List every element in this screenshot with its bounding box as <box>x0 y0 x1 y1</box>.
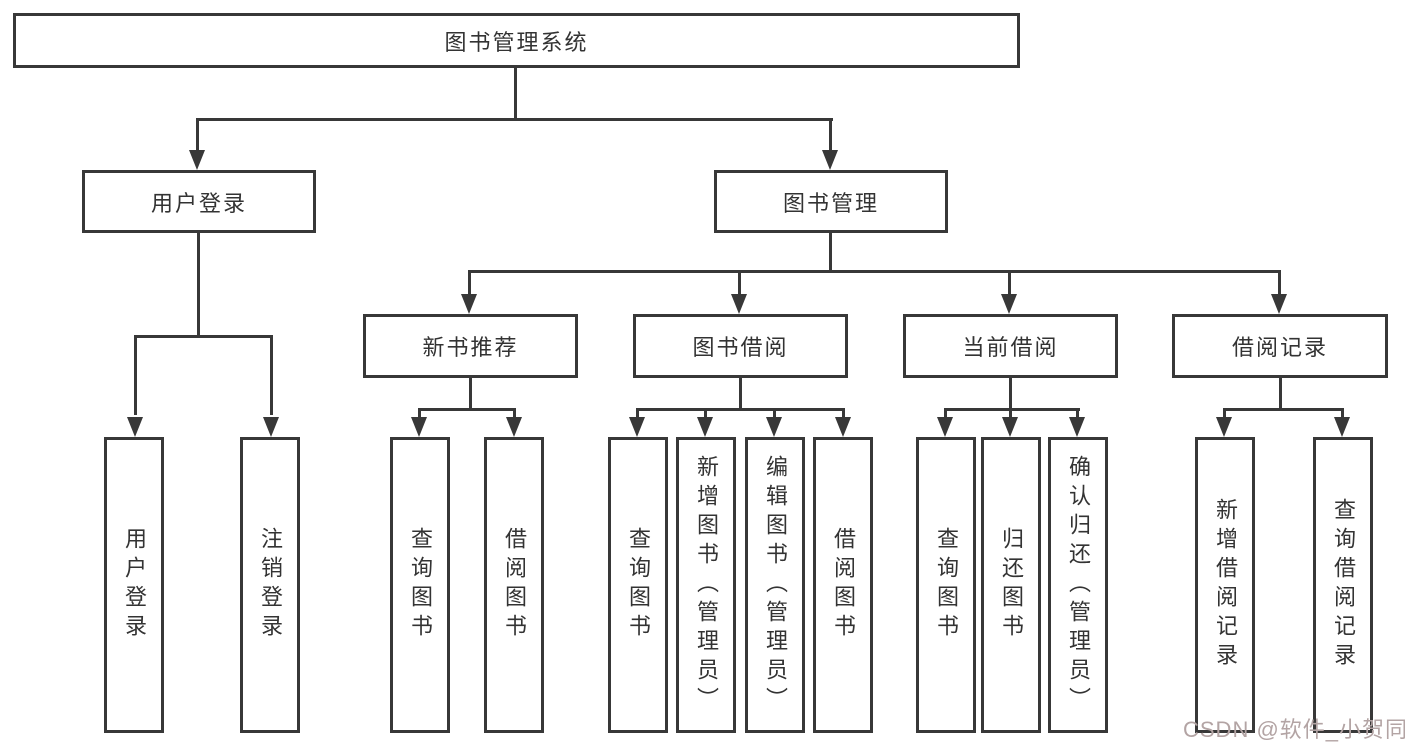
arrow-down-icon <box>127 417 143 437</box>
connector-leaf-stem <box>944 408 947 420</box>
leaf-borrow-books-1-label: 借阅图书 <box>502 527 527 643</box>
node-book-borrow-label: 图书借阅 <box>692 335 789 360</box>
leaf-return-books: 归还图书 <box>981 437 1041 733</box>
connector-root-stem <box>514 68 517 120</box>
leaf-borrow-books-2-label: 借阅图书 <box>831 527 856 643</box>
leaf-query-books-2: 查询图书 <box>608 437 668 733</box>
connector-leaf-stem <box>773 408 776 420</box>
node-borrow-records-label: 借阅记录 <box>1231 335 1328 360</box>
leaf-borrow-books-1: 借阅图书 <box>484 437 544 733</box>
arrow-down-icon <box>189 150 205 170</box>
node-current-borrow: 当前借阅 <box>903 314 1118 378</box>
leaf-query-borrow-record: 查询借阅记录 <box>1313 437 1373 733</box>
node-book-management-label: 图书管理 <box>782 190 879 216</box>
connector-newbook-split <box>418 408 516 411</box>
connector-leaf-stem <box>842 408 845 420</box>
node-root-label: 图书管理系统 <box>444 29 589 55</box>
node-root: 图书管理系统 <box>13 13 1020 68</box>
leaf-user-login: 用户登录 <box>104 437 164 733</box>
node-new-book-recommend: 新书推荐 <box>363 314 578 378</box>
arrow-down-icon <box>937 417 953 437</box>
connector-userlogin-stem <box>196 118 199 152</box>
leaf-add-books-admin: 新增图书（管理员） <box>676 437 736 733</box>
connector-root-split <box>196 118 833 121</box>
node-user-login-label: 用户登录 <box>150 190 247 216</box>
connector-bookmgmt-split <box>468 270 1281 273</box>
arrow-down-icon <box>1002 417 1018 437</box>
leaf-confirm-return-admin: 确认归还（管理员） <box>1048 437 1108 733</box>
connector-bookmgmt-stem <box>829 118 832 152</box>
node-book-management: 图书管理 <box>714 170 948 233</box>
arrow-down-icon <box>822 150 838 170</box>
connector-leaf-stem <box>636 408 639 420</box>
connector-current-split <box>944 408 1080 411</box>
connector-userlogin-split <box>134 335 273 338</box>
arrow-down-icon <box>731 294 747 314</box>
leaf-logout-label: 注销登录 <box>258 527 283 643</box>
leaf-return-books-label: 归还图书 <box>999 527 1024 643</box>
arrow-down-icon <box>697 417 713 437</box>
connector-current-stem <box>1008 270 1011 297</box>
arrow-down-icon <box>766 417 782 437</box>
leaf-query-books-3-label: 查询图书 <box>934 527 959 643</box>
leaf-add-borrow-record-label: 新增借阅记录 <box>1213 498 1238 672</box>
leaf-query-books-3: 查询图书 <box>916 437 976 733</box>
connector-current-down <box>1009 378 1012 410</box>
connector-bookmgmt-down <box>829 233 832 272</box>
connector-newbook-down <box>469 378 472 410</box>
leaf-query-borrow-record-label: 查询借阅记录 <box>1331 498 1356 672</box>
arrow-down-icon <box>411 417 427 437</box>
leaf-add-books-admin-label: 新增图书（管理员） <box>694 454 719 716</box>
leaf-edit-books-admin: 编辑图书（管理员） <box>745 437 805 733</box>
connector-borrow-down <box>739 378 742 410</box>
connector-newbook-stem <box>468 270 471 297</box>
arrow-down-icon <box>1271 294 1287 314</box>
leaf-borrow-books-2: 借阅图书 <box>813 437 873 733</box>
arrow-down-icon <box>1001 294 1017 314</box>
connector-userlogin-down <box>197 233 200 337</box>
node-user-login: 用户登录 <box>82 170 316 233</box>
leaf-query-books-1-label: 查询图书 <box>408 527 433 643</box>
connector-leaf-stem <box>1341 408 1344 420</box>
node-book-borrow: 图书借阅 <box>633 314 848 378</box>
leaf-add-borrow-record: 新增借阅记录 <box>1195 437 1255 733</box>
connector-leaf-stem <box>1223 408 1226 420</box>
connector-leaf-stem <box>418 408 421 420</box>
connector-records-stem <box>1278 270 1281 297</box>
connector-leaf-stem <box>704 408 707 420</box>
csdn-watermark: CSDN @软件_小贺同学 <box>1183 717 1405 742</box>
arrow-down-icon <box>506 417 522 437</box>
connector-records-split <box>1223 408 1344 411</box>
node-current-borrow-label: 当前借阅 <box>962 335 1059 360</box>
leaf-query-books-1: 查询图书 <box>390 437 450 733</box>
connector-records-down <box>1279 378 1282 410</box>
leaf-query-books-2-label: 查询图书 <box>626 527 651 643</box>
leaf-user-login-label: 用户登录 <box>122 527 147 643</box>
connector-leaf-stem <box>1009 408 1012 420</box>
node-new-book-recommend-label: 新书推荐 <box>422 335 519 360</box>
arrow-down-icon <box>629 417 645 437</box>
arrow-down-icon <box>835 417 851 437</box>
connector-logout-stem <box>270 335 273 415</box>
connector-borrow-split <box>636 408 845 411</box>
connector-leaf-stem <box>513 408 516 420</box>
arrow-down-icon <box>1216 417 1232 437</box>
arrow-down-icon <box>1334 417 1350 437</box>
arrow-down-icon <box>263 417 279 437</box>
leaf-confirm-return-admin-label: 确认归还（管理员） <box>1066 454 1091 716</box>
connector-leaf-stem <box>1076 408 1079 420</box>
arrow-down-icon <box>1069 417 1085 437</box>
connector-borrow-stem <box>738 270 741 297</box>
node-borrow-records: 借阅记录 <box>1172 314 1388 378</box>
leaf-edit-books-admin-label: 编辑图书（管理员） <box>763 454 788 716</box>
connector-login-stem <box>134 335 137 415</box>
arrow-down-icon <box>461 294 477 314</box>
leaf-logout: 注销登录 <box>240 437 300 733</box>
